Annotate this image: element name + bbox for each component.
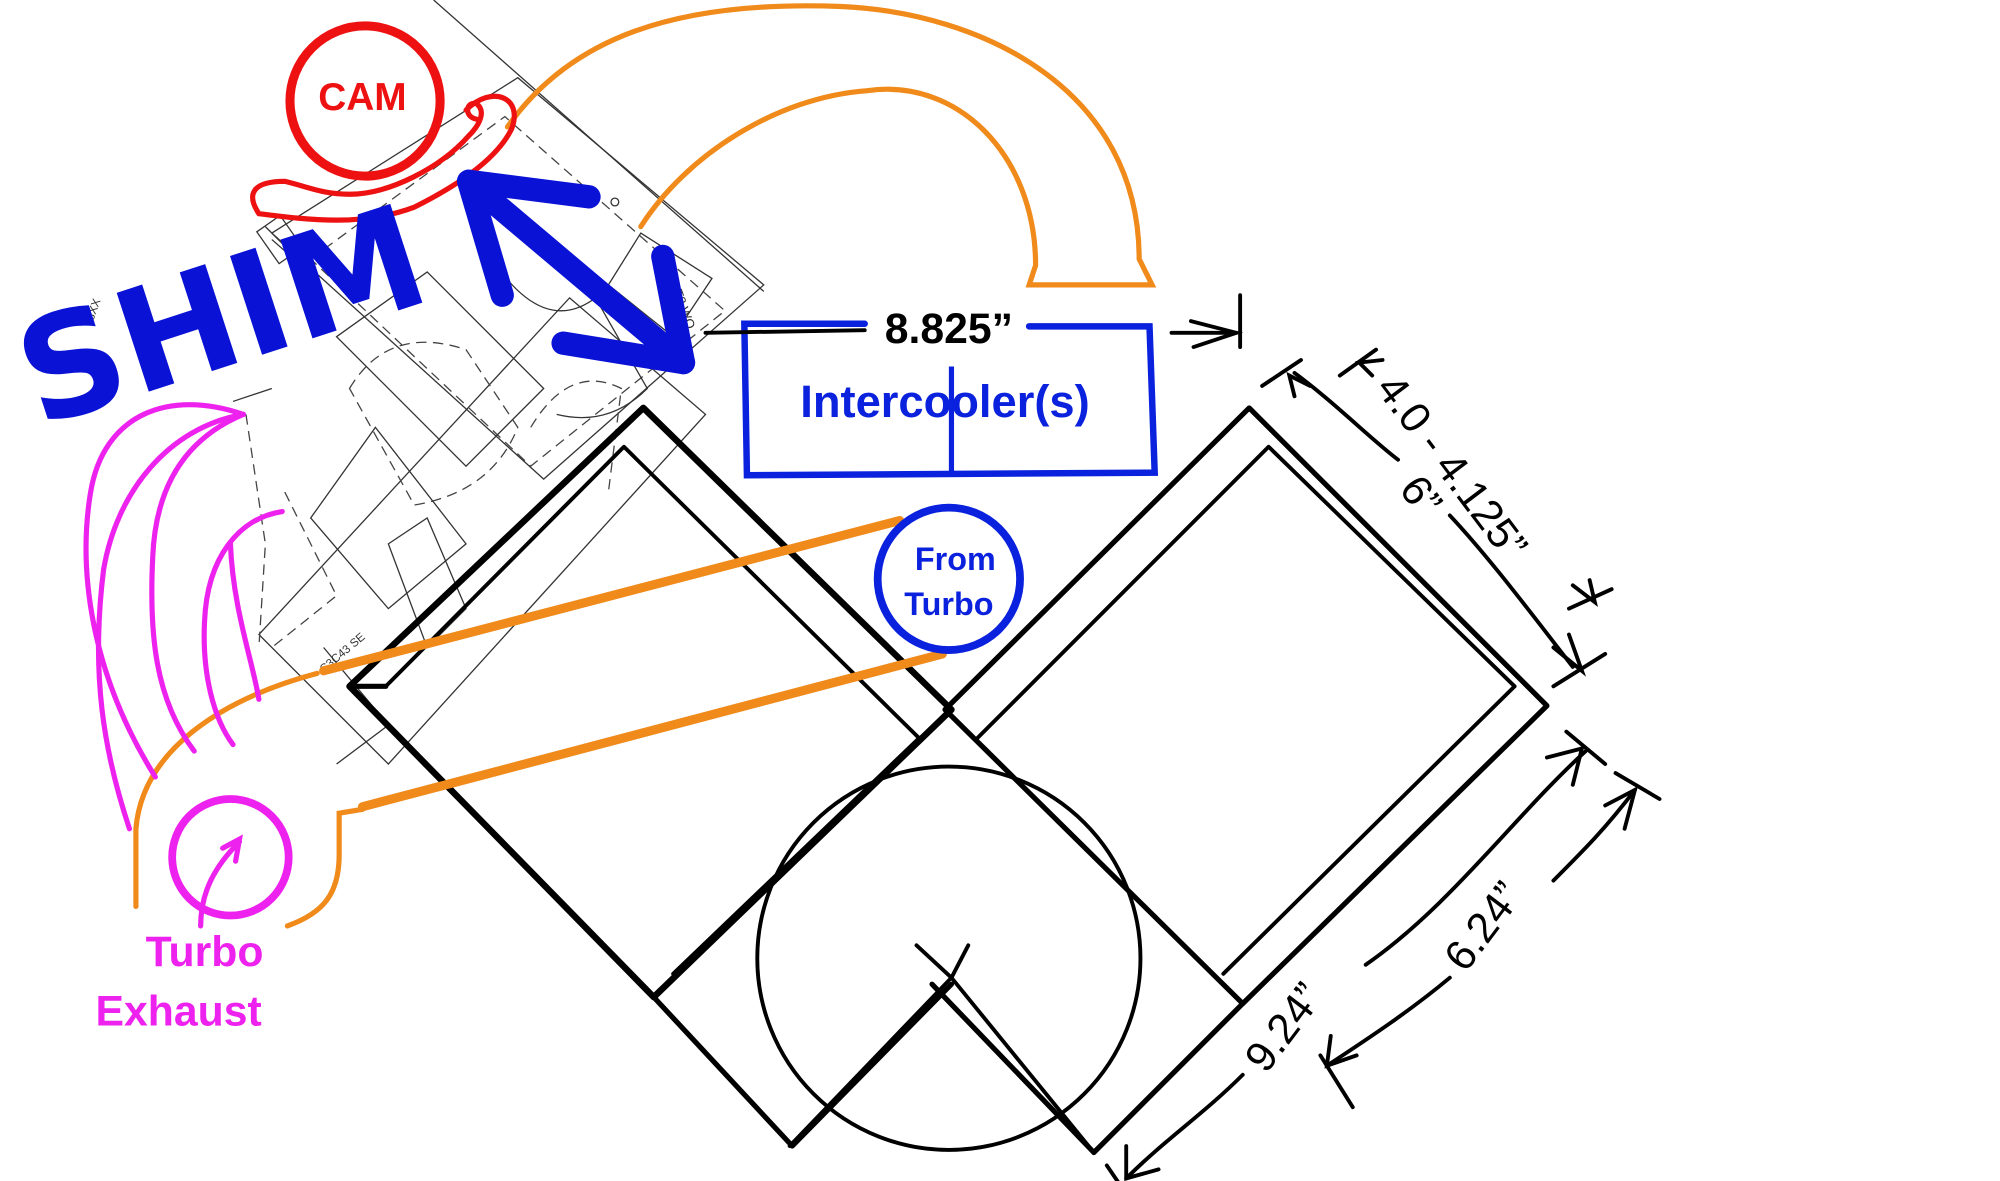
intercooler: Intercooler(s) (741, 320, 1159, 479)
turbo-exhaust-annotation: Turbo Exhaust (96, 928, 264, 1036)
pipe-from-turbo-upper (319, 516, 905, 676)
dimensions (703, 293, 1662, 1181)
from-turbo-circle (873, 503, 1024, 654)
intercooler-box (741, 320, 1159, 479)
turbo-exhaust-outlet-circle (168, 795, 293, 920)
charge-pipes (133, 3, 1157, 929)
shim-double-arrow-icon (456, 169, 696, 375)
pipe-cam-to-intercooler-outer (504, 3, 1157, 288)
cam-annotation: CAM (250, 21, 517, 223)
cam-circle (285, 21, 445, 181)
dim-bank-height-outer: 9.24” (1236, 974, 1333, 1081)
crank-v-lines (787, 975, 1096, 1155)
turbo-exhaust-arrow (198, 834, 243, 929)
exhaust-runners (83, 402, 293, 929)
cam-outline (250, 93, 517, 223)
cam-label: CAM (318, 76, 406, 119)
dim-bank-height-inner: 6.24” (1435, 873, 1532, 980)
pipe-from-turbo-lower (357, 649, 947, 812)
from-turbo-annotation: From Turbo (873, 503, 1024, 654)
left-cylinder-bank (346, 404, 955, 1149)
shim-annotation: SHIM (0, 169, 696, 460)
crankshaft (755, 764, 1143, 1155)
dim-head-depth-range: 4.0 - 4.125” (1367, 366, 1537, 569)
turbo-exhaust-line2: Exhaust (96, 988, 262, 1036)
from-turbo-line2: Turbo (904, 586, 993, 622)
intercooler-label: Intercooler(s) (800, 376, 1089, 427)
from-turbo-line1: From (915, 541, 996, 577)
pipe-turbo-lower (284, 806, 366, 929)
turbo-exhaust-line1: Turbo (146, 928, 264, 976)
crank-circle (755, 764, 1143, 1152)
dim-intercooler-width: 8.825” (885, 305, 1013, 353)
